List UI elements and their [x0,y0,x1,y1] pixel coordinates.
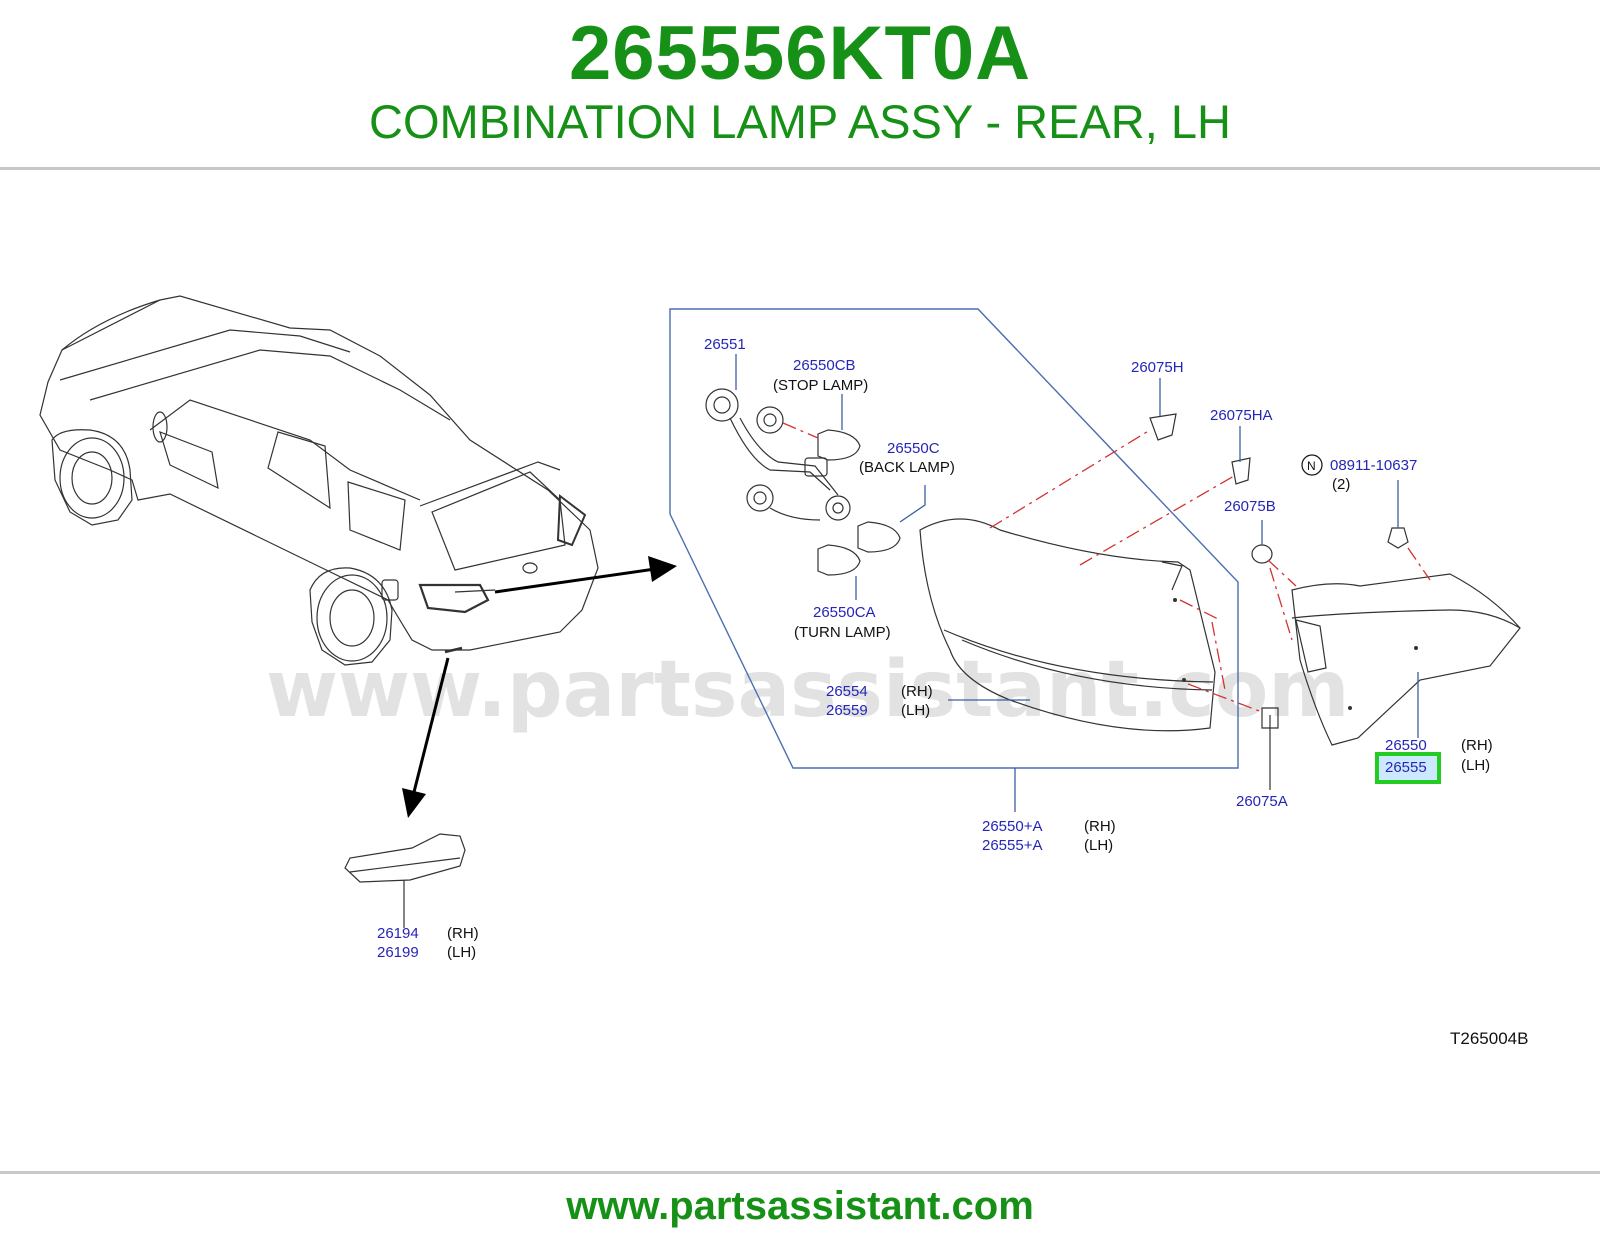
assembly-lines [989,429,1431,713]
label-quantity-2: (2) [1332,476,1350,493]
callout-26550c[interactable]: 26550C [887,440,940,457]
leader-lines [735,354,1419,812]
label-26199-lh: (LH) [447,944,476,961]
label-turn-lamp: (TURN LAMP) [794,624,891,641]
callout-08911-10637[interactable]: 08911-10637 [1330,457,1417,474]
callout-26555-a[interactable]: 26555+A [982,837,1042,854]
n-symbol-circle [1301,454,1323,476]
label-back-lamp: (BACK LAMP) [859,459,955,476]
socket-harness [705,388,851,521]
assembly-frame [669,308,1239,769]
callout-26075h[interactable]: 26075H [1131,359,1184,376]
vehicle-illustration [39,295,599,666]
callout-26550cb[interactable]: 26550CB [793,357,856,374]
label-26550-a-rh: (RH) [1084,818,1116,835]
callout-26559[interactable]: 26559 [826,702,868,719]
label-26559-lh: (LH) [901,702,930,719]
callout-26075a[interactable]: 26075A [1236,793,1288,810]
callout-26550-a[interactable]: 26550+A [982,818,1042,835]
n-symbol: N [1307,459,1316,473]
part-name-subtitle: COMBINATION LAMP ASSY - REAR, LH [369,95,1231,148]
callout-26551[interactable]: 26551 [704,336,746,353]
reflector-lamp [344,833,466,928]
footer-url[interactable]: www.partsassistant.com [566,1184,1034,1228]
pointer-arrows [402,556,677,818]
callout-26075ha[interactable]: 26075HA [1210,407,1273,424]
bulbs [782,422,901,576]
callout-26550ca[interactable]: 26550CA [813,604,876,621]
header: 265556KT0A COMBINATION LAMP ASSY - REAR,… [0,0,1600,168]
callout-labels: 26551 26550CB (STOP LAMP) 26550C (BACK L… [377,336,1528,1048]
selected-part-highlight [1375,752,1441,784]
watermark-text: www.partsassistant.com [266,645,1350,735]
callout-26199[interactable]: 26199 [377,944,419,961]
label-26550-rh: (RH) [1461,737,1493,754]
clips [1149,413,1409,790]
header-divider [0,167,1600,170]
callout-26554[interactable]: 26554 [826,683,868,700]
part-number-title: 265556KT0A [568,11,1032,96]
drawing-reference: T265004B [1450,1029,1528,1048]
inner-housing [1291,573,1521,746]
callout-26550[interactable]: 26550 [1385,737,1427,754]
footer-divider [0,1171,1600,1174]
label-26554-rh: (RH) [901,683,933,700]
outer-lamp-assembly [919,518,1216,732]
label-stop-lamp: (STOP LAMP) [773,377,868,394]
callout-26555[interactable]: 26555 [1385,759,1427,776]
label-26555-lh: (LH) [1461,757,1490,774]
label-26194-rh: (RH) [447,925,479,942]
label-26555-a-lh: (LH) [1084,837,1113,854]
callout-26075b[interactable]: 26075B [1224,498,1276,515]
callout-26194[interactable]: 26194 [377,925,419,942]
